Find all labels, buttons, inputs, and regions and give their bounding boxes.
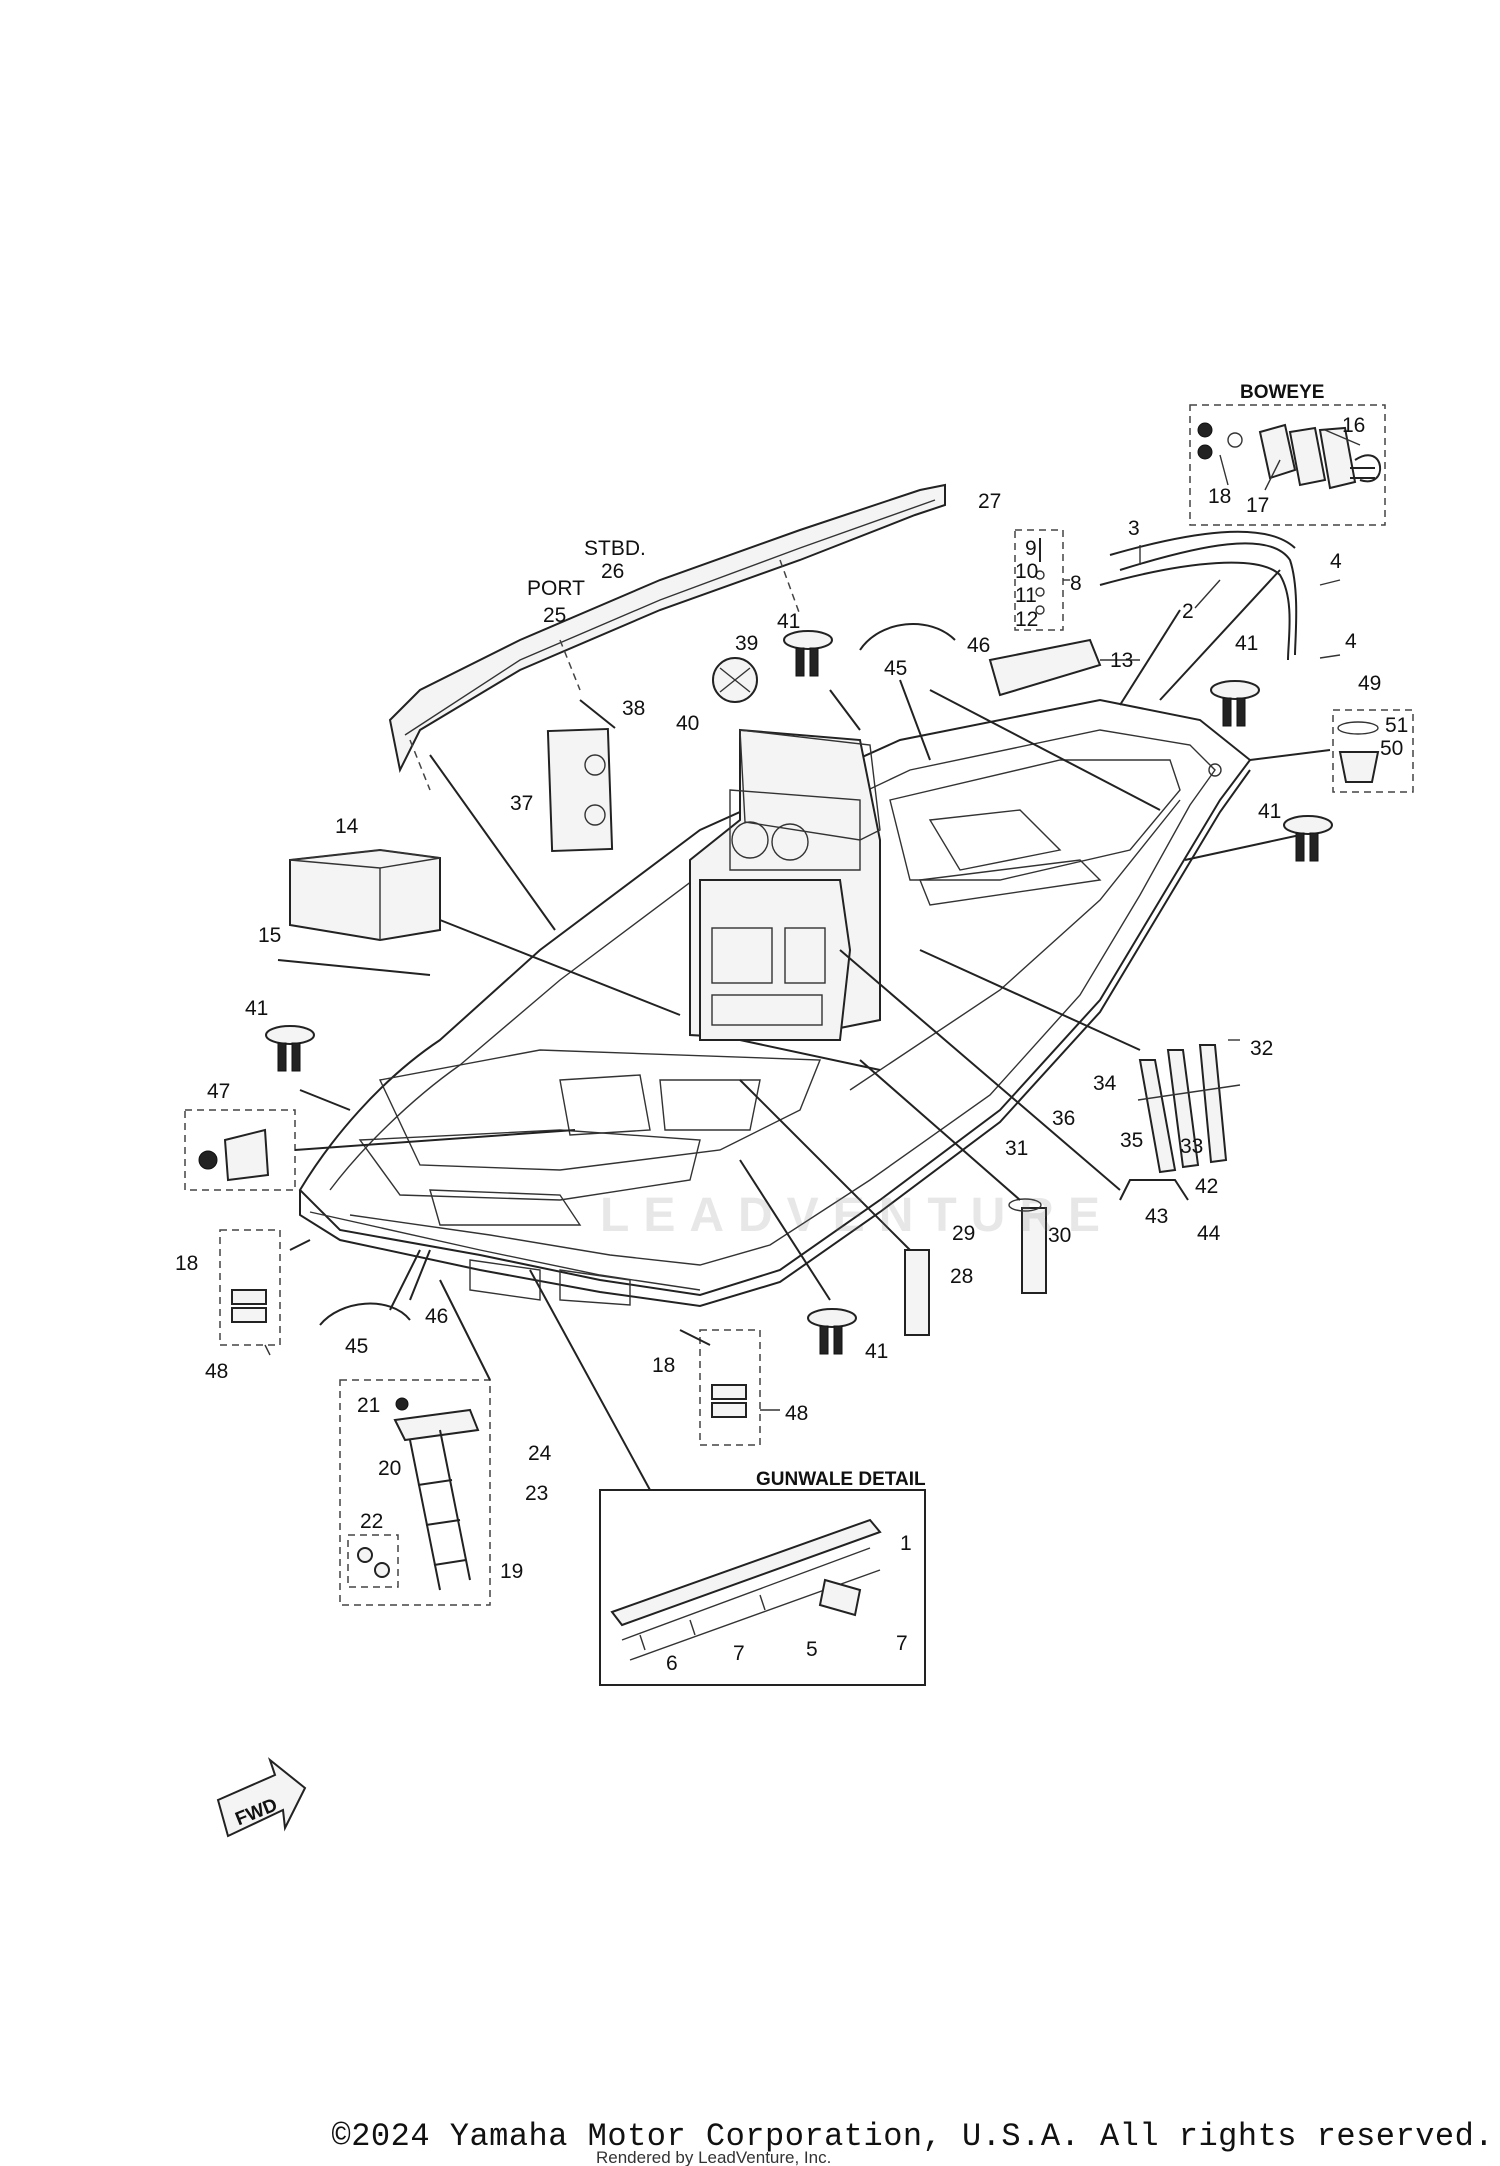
callout-4a: 4	[1330, 550, 1342, 573]
callout-41c: 41	[1258, 800, 1281, 823]
fwd-arrow-icon: FWD	[216, 1757, 307, 1838]
cup-holder-49	[1332, 709, 1414, 793]
boat-hull	[298, 698, 1252, 1308]
callout-42: 42	[1195, 1175, 1218, 1198]
callout-41a: 41	[777, 610, 800, 633]
callout-46b: 46	[425, 1305, 448, 1328]
callout-36: 36	[1052, 1107, 1075, 1130]
grab-handle-45-b	[319, 1302, 411, 1326]
callout-10: 10	[1015, 560, 1038, 583]
callout-41e: 41	[865, 1340, 888, 1363]
callout-43: 43	[1145, 1205, 1168, 1228]
callout-31: 31	[1005, 1137, 1028, 1160]
callout-18b: 18	[175, 1252, 198, 1275]
callout-51: 51	[1385, 714, 1408, 737]
stbd-label: STBD.	[584, 537, 646, 560]
copyright-notice: ©2024 Yamaha Motor Corporation, U.S.A. A…	[0, 2118, 1500, 2155]
callout-18a: 18	[1208, 485, 1231, 508]
callout-19: 19	[500, 1560, 523, 1583]
callout-49: 49	[1358, 672, 1381, 695]
grab-rail-42	[1119, 1179, 1189, 1201]
callout-3: 3	[1128, 517, 1140, 540]
callout-34: 34	[1093, 1072, 1117, 1095]
callout-15: 15	[258, 924, 281, 947]
grab-handle-45-a	[859, 623, 956, 651]
callout-26: 26	[601, 560, 624, 583]
cooler-14	[289, 848, 441, 942]
callout-27: 27	[978, 490, 1001, 513]
callout-46a: 46	[967, 634, 990, 657]
callout-32: 32	[1250, 1037, 1273, 1060]
ladder-bracket-48-b	[699, 1329, 761, 1446]
callout-38: 38	[622, 697, 645, 720]
gunwale-trim-rail	[388, 483, 946, 791]
callout-37: 37	[510, 792, 533, 815]
ladder-bracket-48-a	[219, 1229, 281, 1346]
callout-41d: 41	[245, 997, 268, 1020]
watermark: LEADVENTURE	[600, 1189, 1115, 1242]
callout-18c: 18	[652, 1354, 675, 1377]
callout-17: 17	[1246, 494, 1269, 517]
copyright-text: ©2024 Yamaha Motor Corporation, U.S.A. A…	[331, 2118, 1494, 2155]
plate-37	[546, 727, 614, 853]
callout-21: 21	[357, 1394, 380, 1417]
boweye-assembly	[1189, 404, 1386, 526]
cleat-41-c	[1283, 815, 1333, 862]
switch-plate-47	[184, 1109, 296, 1191]
callout-6: 6	[666, 1652, 678, 1675]
callout-30: 30	[1048, 1224, 1071, 1247]
callout-28: 28	[950, 1265, 973, 1288]
callout-5: 5	[806, 1638, 818, 1661]
callout-39: 39	[735, 632, 758, 655]
callout-50: 50	[1380, 737, 1403, 760]
callout-47: 47	[207, 1080, 230, 1103]
callout-29: 29	[952, 1222, 975, 1245]
callout-1: 1	[900, 1532, 912, 1555]
callout-33: 33	[1180, 1135, 1203, 1158]
callout-16: 16	[1342, 414, 1365, 437]
callout-22: 22	[360, 1510, 383, 1533]
boweye-header: BOWEYE	[1240, 382, 1324, 403]
callout-7b: 7	[896, 1632, 908, 1655]
callout-8: 8	[1070, 572, 1082, 595]
callout-7a: 7	[733, 1642, 745, 1665]
callout-20: 20	[378, 1457, 401, 1480]
callout-24: 24	[528, 1442, 552, 1465]
vent-39	[712, 657, 758, 703]
callout-9: 9	[1025, 537, 1037, 560]
callout-13: 13	[1110, 649, 1133, 672]
callout-48b: 48	[785, 1402, 808, 1425]
port-label: PORT	[527, 577, 585, 600]
callout-44: 44	[1197, 1222, 1221, 1245]
callout-45a: 45	[884, 657, 907, 680]
callout-23: 23	[525, 1482, 548, 1505]
boarding-ladder-19	[339, 1379, 491, 1606]
rub-rails	[1099, 530, 1298, 661]
callout-12: 12	[1015, 608, 1038, 631]
callout-45b: 45	[345, 1335, 368, 1358]
callout-35: 35	[1120, 1129, 1143, 1152]
cleat-41-d	[265, 1025, 315, 1072]
callout-25: 25	[543, 604, 566, 627]
gunwale-detail-inset	[599, 1489, 926, 1686]
callout-4b: 4	[1345, 630, 1357, 653]
rendered-by-note: Rendered by LeadVenture, Inc.	[596, 2148, 832, 2166]
rod-holders	[904, 1044, 1241, 1336]
hatch-panel-13	[988, 638, 1102, 697]
callout-40: 40	[676, 712, 699, 735]
callout-2: 2	[1182, 600, 1194, 623]
leader-lines	[264, 429, 1361, 1491]
cleat-41-a	[783, 630, 833, 677]
callout-11: 11	[1015, 584, 1037, 607]
callout-numbers: 1 2 3 4 4 5 6 7 7 8 9 10 11 12 13 14 15 …	[175, 414, 1408, 1675]
callout-48a: 48	[205, 1360, 228, 1383]
cleat-41-e	[807, 1308, 857, 1355]
callout-41b: 41	[1235, 632, 1258, 655]
callout-14: 14	[335, 815, 359, 838]
gunwale-detail-header: GUNWALE DETAIL	[756, 1469, 926, 1490]
cleat-41-b	[1210, 680, 1260, 727]
rod-15	[277, 959, 431, 976]
